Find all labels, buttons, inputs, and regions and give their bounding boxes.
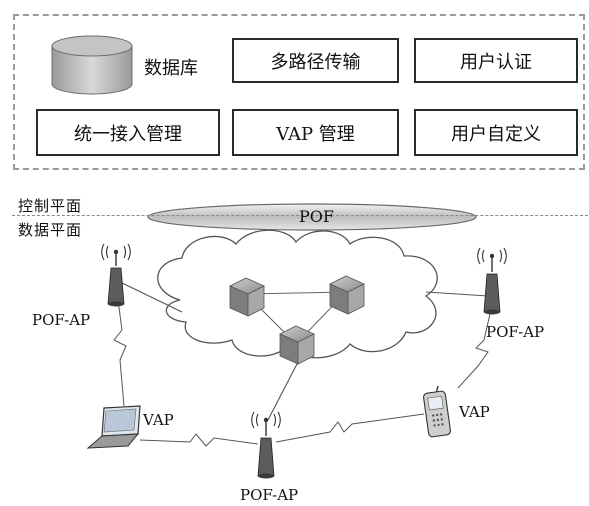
pof-bus [147,203,477,231]
phone-icon [423,385,451,438]
user-defined-module: 用户自定义 [414,109,578,156]
ap-bottom-label: POF-AP [240,486,299,504]
vap-phone-label: VAP [459,403,490,421]
pof-bus-label: POF [299,207,334,226]
unified-access-module: 统一接入管理 [36,109,220,156]
switch-icon [329,275,365,315]
ap-tower-icon [477,247,507,315]
ap-tower-icon [101,243,131,307]
vap-laptop-label: VAP [143,411,174,429]
database-icon [51,35,133,95]
ap-right-label: POF-AP [486,323,545,341]
switch-icon [229,277,265,317]
network-cloud [157,229,438,359]
switch-icon [279,325,315,365]
control-plane-label: 控制平面 [18,197,83,215]
ap-left-label: POF-AP [32,311,91,329]
laptop-icon [86,405,141,449]
user-auth-module: 用户认证 [414,38,578,83]
database-label: 数据库 [144,58,198,79]
vap-management-module: VAP 管理 [232,109,399,156]
control-plane-frame [13,14,585,170]
data-plane-label: 数据平面 [18,221,83,239]
wireless-links [113,299,491,447]
multipath-transfer-module: 多路径传输 [232,38,399,83]
plane-divider [12,215,588,216]
wired-links [119,281,489,421]
ap-tower-icon [251,411,281,479]
